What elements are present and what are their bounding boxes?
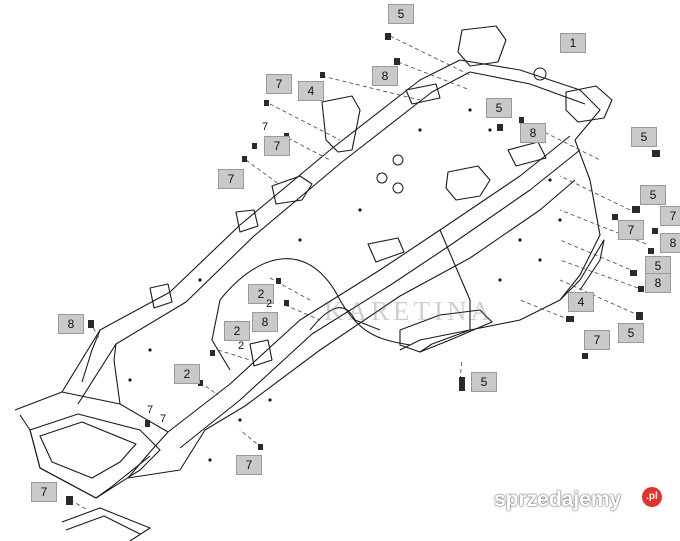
callout-mini-7c: 7 (160, 413, 167, 425)
brand-logo-badge: .pl (642, 487, 662, 507)
callout-8e: 8 (252, 312, 278, 332)
callout-mini-7: 7 (262, 121, 269, 133)
callout-4: 4 (298, 81, 324, 101)
callout-5g: 5 (471, 372, 497, 392)
fasteners (66, 33, 660, 505)
callout-5: 5 (388, 4, 414, 24)
callout-8b: 8 (520, 123, 546, 143)
callout-1: 1 (560, 33, 586, 53)
callout-7: 7 (266, 74, 292, 94)
callout-7b: 7 (264, 136, 290, 156)
watermark: KARETINA (324, 296, 494, 326)
callout-8f: 8 (58, 314, 84, 334)
brand-logo-text: sprzedajemy (494, 488, 622, 511)
frame-holes (128, 67, 562, 462)
callout-4b: 4 (568, 292, 594, 312)
callout-5d: 5 (640, 185, 666, 205)
callout-7h: 7 (31, 482, 57, 502)
callout-2b: 2 (224, 321, 250, 341)
callout-5b: 5 (486, 98, 512, 118)
frame-outline (14, 25, 613, 541)
callout-5c: 5 (631, 127, 657, 147)
callout-2c: 2 (174, 364, 200, 384)
callout-5f: 5 (618, 323, 644, 343)
callout-mini-2: 2 (266, 298, 273, 310)
callout-7e: 7 (618, 220, 644, 240)
callout-7g: 7 (236, 455, 262, 475)
callout-8c: 8 (660, 233, 680, 253)
callout-7c: 7 (218, 169, 244, 189)
callout-7d: 7 (660, 206, 680, 226)
callout-7f: 7 (584, 330, 610, 350)
callout-2: 2 (248, 284, 274, 304)
callout-mini-7b: 7 (147, 404, 154, 416)
callout-8d: 8 (645, 273, 671, 293)
callout-8: 8 (372, 66, 398, 86)
callout-mini-2b: 2 (238, 340, 245, 352)
